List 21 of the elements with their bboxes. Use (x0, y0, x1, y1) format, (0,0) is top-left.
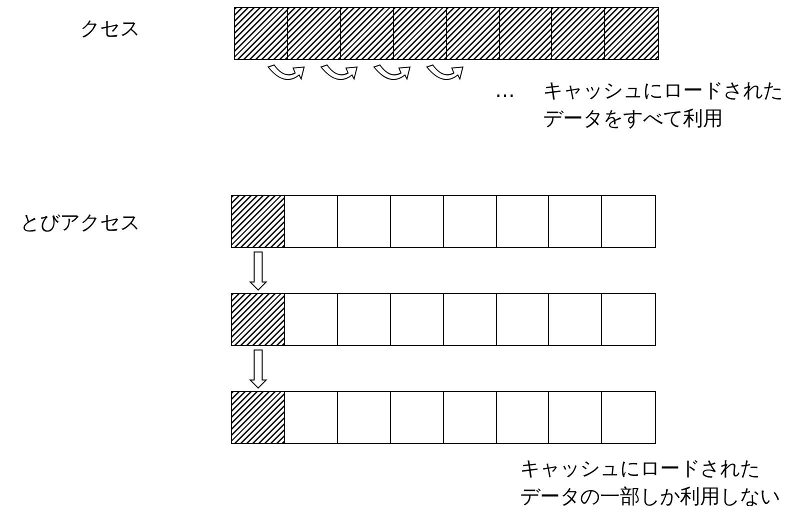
label-text: … (495, 77, 515, 104)
down-arrow (249, 252, 268, 291)
hatched-cell (234, 7, 288, 60)
hatched-cell (551, 7, 606, 60)
curved-arrow (373, 64, 410, 80)
hatched-cell (231, 195, 286, 248)
hatched-cell (231, 391, 286, 444)
label-text: とびアクセス (20, 209, 140, 236)
hatched-cell (231, 293, 286, 346)
curved-arrow (426, 64, 464, 80)
hatched-cell (498, 7, 553, 60)
curved-arrow (268, 64, 305, 80)
caption-text: キャッシュにロードされたデータをすべて利用 (543, 77, 783, 132)
hatched-cell (604, 7, 659, 60)
hatched-cell (446, 7, 500, 60)
hatched-cell (392, 7, 448, 60)
down-arrow (249, 350, 268, 389)
hatched-cell (286, 7, 342, 60)
curved-arrow (320, 64, 358, 80)
hatched-cell (340, 7, 394, 60)
label-text: クセス (80, 15, 140, 42)
